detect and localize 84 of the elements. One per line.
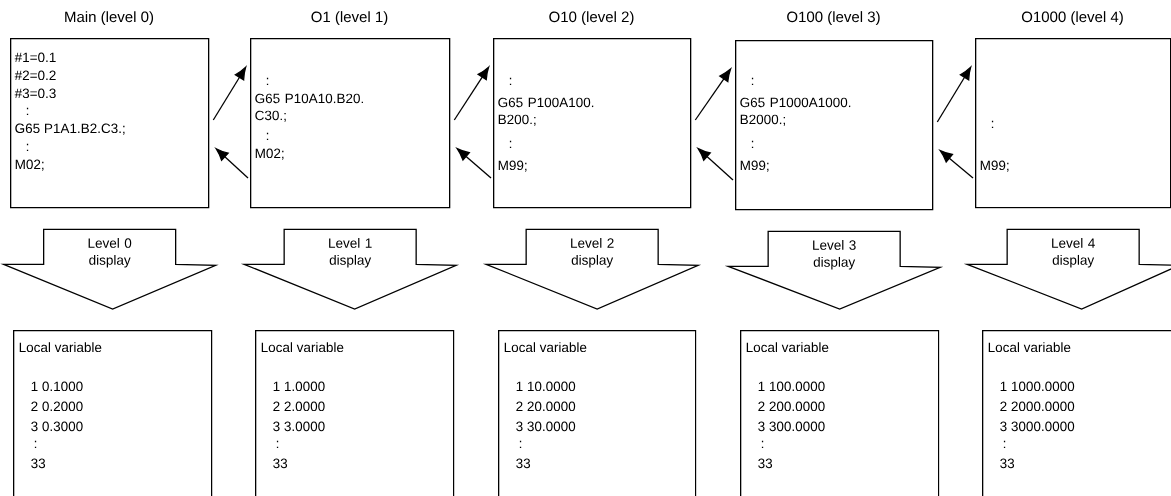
- variable-text: Local variable: [19, 342, 102, 353]
- variable-text: 2 2.0000: [273, 401, 325, 412]
- block-arrow: [482, 228, 702, 310]
- variable-text: 1 1000.0000: [1000, 381, 1075, 392]
- variable-panel: [982, 330, 1171, 496]
- code-line: M99;: [740, 160, 769, 172]
- edge-label: Level 0 display: [88, 237, 132, 268]
- variable-text: 33: [758, 458, 773, 469]
- program-heading: Main (level 0): [65, 11, 154, 26]
- program-box: [250, 11, 451, 209]
- variable-text: :: [519, 440, 522, 448]
- variable-text: 3 3000.0000: [1000, 421, 1075, 432]
- code-line: #1=0.1: [14, 52, 56, 63]
- variable-text: 33: [31, 458, 46, 469]
- edge-label: Level 4 display: [1052, 237, 1095, 268]
- variable-panel: [740, 330, 940, 496]
- variable-panel: [13, 330, 213, 496]
- code-line: :: [509, 77, 512, 85]
- arrow: [215, 148, 249, 179]
- variable-text: 33: [273, 458, 288, 469]
- code-line: M99;: [498, 160, 527, 172]
- variable-text: 3 3.0000: [273, 421, 325, 432]
- edge-label: Level 2 display: [571, 237, 614, 268]
- variable-text: 1 0.1000: [31, 381, 83, 392]
- code-line: :: [751, 140, 754, 148]
- edge-label: Level 3 display: [813, 239, 856, 270]
- code-line: :: [26, 143, 29, 151]
- arrow: [939, 149, 974, 179]
- variable-text: 3 300.0000: [758, 421, 825, 432]
- program-box: [493, 11, 692, 209]
- arrow: [212, 66, 247, 121]
- program-heading: O1000 (level 4): [1021, 11, 1123, 26]
- code-line: M02;: [255, 148, 284, 160]
- code-line: #2=0.2: [14, 70, 56, 81]
- arrow: [936, 66, 972, 123]
- program-box: [975, 11, 1171, 209]
- block-arrow: [963, 228, 1171, 310]
- code-line: G65 P1000A1000. B2000.;: [740, 97, 851, 126]
- code-line: :: [266, 77, 269, 85]
- code-line: :: [991, 120, 994, 128]
- code-line: :: [509, 140, 512, 148]
- code-line: G65 P1A1.B2.C3.;: [15, 123, 125, 135]
- program-heading: O100 (level 3): [787, 11, 880, 26]
- variable-text: Local variable: [504, 342, 587, 353]
- arrow: [456, 148, 492, 179]
- program-box: [735, 11, 934, 211]
- code-line: #3=0.3: [14, 88, 56, 99]
- variable-text: Local variable: [746, 342, 829, 353]
- program-box: [10, 11, 210, 209]
- block-arrow: [724, 230, 944, 310]
- code-line: :: [26, 107, 29, 115]
- code-line: G65 P100A100. B200.;: [498, 97, 594, 126]
- block-arrow: [0, 228, 219, 310]
- variable-text: 1 100.0000: [758, 381, 825, 392]
- variable-panel: [255, 330, 455, 496]
- variable-text: 1 10.0000: [516, 381, 576, 392]
- variable-text: 1 1.0000: [273, 381, 325, 392]
- code-line: M99;: [980, 160, 1009, 172]
- variable-text: Local variable: [261, 342, 344, 353]
- variable-text: 2 2000.0000: [1000, 401, 1075, 412]
- code-line: :: [266, 132, 269, 140]
- variable-text: 2 0.2000: [31, 401, 83, 412]
- variable-text: 33: [516, 458, 531, 469]
- arrow: [697, 148, 734, 181]
- variable-text: 3 30.0000: [516, 421, 576, 432]
- variable-text: :: [761, 440, 764, 448]
- code-line: G65 P10A10.B20. C30.;: [255, 93, 363, 122]
- code-line: M02;: [15, 159, 44, 171]
- variable-text: :: [1003, 440, 1006, 448]
- variable-text: 3 0.3000: [31, 421, 83, 432]
- arrow: [453, 66, 490, 121]
- variable-text: 2 20.0000: [516, 401, 576, 412]
- program-heading: O1 (level 1): [311, 11, 388, 26]
- variable-text: 2 200.0000: [758, 401, 825, 412]
- arrow: [694, 68, 732, 121]
- variable-text: 33: [1000, 458, 1015, 469]
- variable-panel: [498, 330, 697, 496]
- variable-text: :: [276, 440, 279, 448]
- variable-text: Local variable: [988, 342, 1071, 353]
- code-line: :: [751, 77, 754, 85]
- program-heading: O10 (level 2): [549, 11, 634, 26]
- variable-text: :: [34, 440, 37, 448]
- edge-label: Level 1 display: [329, 237, 372, 268]
- block-arrow: [240, 228, 460, 310]
